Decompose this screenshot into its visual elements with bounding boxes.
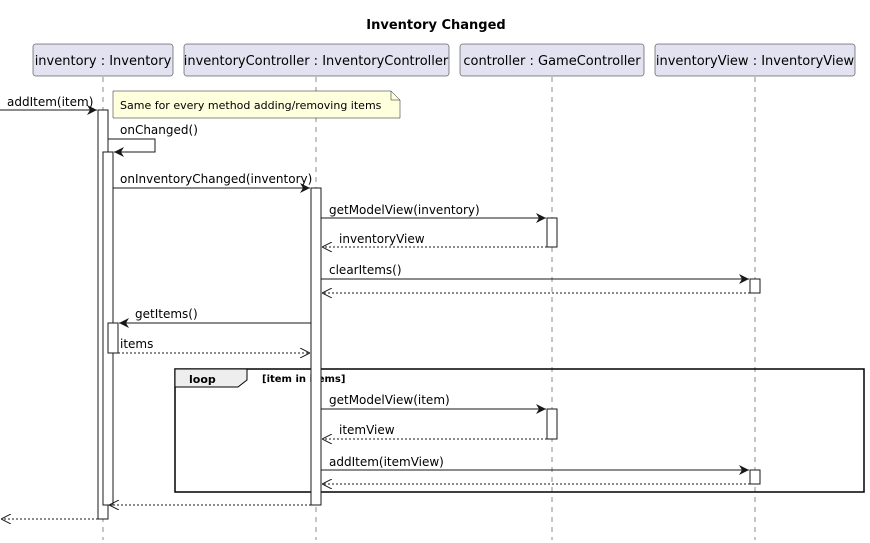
activation-inventory-controller: [310, 187, 322, 506]
message-label: inventoryView: [339, 232, 425, 246]
activation-view-2: [749, 469, 761, 485]
message-label: clearItems(): [329, 263, 402, 277]
loop-keyword: loop: [189, 373, 216, 386]
message-label: onInventoryChanged(inventory): [120, 172, 312, 186]
message-clear-items: clearItems(): [321, 263, 749, 284]
message-return-items: items: [118, 337, 310, 353]
message-get-items: getItems(): [119, 307, 311, 328]
activation-controller-1: [546, 217, 558, 248]
message-return-inventory-view: inventoryView: [322, 232, 547, 247]
message-add-item: addItem(item): [0, 95, 97, 115]
participant-inventory-view: inventoryView : InventoryView: [654, 43, 856, 77]
message-label: items: [120, 337, 153, 351]
note-text: Same for every method adding/removing it…: [120, 99, 382, 112]
loop-frame: loop [item in items]: [174, 368, 865, 493]
message-on-changed: onChanged(): [108, 123, 198, 157]
participant-inventory-controller: inventoryController : InventoryControlle…: [184, 43, 450, 77]
participant-inventory: inventory : Inventory: [32, 43, 174, 77]
message-label: addItem(item): [7, 95, 93, 109]
message-add-item-view: addItem(itemView): [321, 455, 749, 475]
participant-controller: controller : GameController: [459, 43, 645, 77]
message-return-item-view: itemView: [322, 423, 547, 439]
diagram-title: Inventory Changed: [366, 18, 505, 33]
message-label: onChanged(): [120, 123, 198, 137]
message-label: getModelView(inventory): [329, 203, 480, 217]
participant-label: inventoryView : InventoryView: [656, 54, 855, 69]
activation-view-1: [749, 278, 761, 294]
loop-guard: [item in items]: [262, 374, 345, 385]
activation-inventory-getitems: [107, 322, 119, 354]
message-label: getModelView(item): [329, 393, 450, 407]
participant-label: controller : GameController: [463, 54, 641, 69]
message-get-model-view-item: getModelView(item): [321, 393, 546, 414]
message-on-inventory-changed: onInventoryChanged(inventory): [113, 172, 312, 193]
message-label: getItems(): [135, 307, 198, 321]
note: Same for every method adding/removing it…: [112, 90, 401, 119]
participant-label: inventory : Inventory: [35, 54, 172, 69]
activation-controller-2: [546, 408, 558, 440]
participant-label: inventoryController : InventoryControlle…: [184, 54, 449, 69]
message-label: itemView: [339, 423, 395, 437]
message-label: addItem(itemView): [329, 455, 444, 469]
message-get-model-view-inventory: getModelView(inventory): [321, 203, 546, 223]
